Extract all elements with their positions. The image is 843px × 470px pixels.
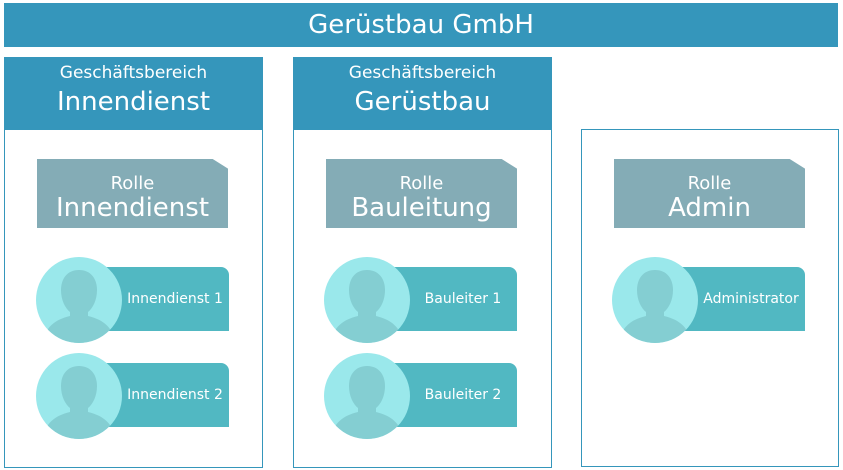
business-area-subtitle: Geschäftsbereich — [59, 63, 208, 83]
member-name: Bauleiter 2 — [424, 387, 502, 403]
role-name: Admin — [668, 193, 751, 223]
business-area-title: Gerüstbau — [354, 87, 491, 117]
role-caption: Rolle — [110, 173, 155, 194]
role-name: Innendienst — [55, 193, 210, 223]
member-bauleiter-1: Bauleiter 1 — [324, 257, 517, 343]
role-bauleitung: Rolle Bauleitung — [326, 159, 517, 228]
role-admin: Rolle Admin — [614, 159, 805, 228]
business-area-subtitle: Geschäftsbereich — [348, 63, 497, 83]
business-area-header: Geschäftsbereich Innendienst — [4, 57, 263, 130]
user-avatar-icon — [324, 257, 410, 343]
role-innendienst: Rolle Innendienst — [37, 159, 228, 228]
user-avatar-icon — [36, 353, 122, 439]
member-innendienst-2: Innendienst 2 — [36, 353, 229, 439]
member-bauleiter-2: Bauleiter 2 — [324, 353, 517, 439]
member-name: Innendienst 2 — [127, 387, 223, 403]
company-banner: Gerüstbau GmbH — [4, 3, 838, 47]
company-title: Gerüstbau GmbH — [308, 10, 534, 40]
user-avatar-icon — [324, 353, 410, 439]
member-name: Innendienst 1 — [127, 291, 223, 307]
role-name: Bauleitung — [351, 193, 492, 223]
user-avatar-icon — [612, 257, 698, 343]
role-caption: Rolle — [687, 173, 732, 194]
user-avatar-icon — [36, 257, 122, 343]
business-area-header: Geschäftsbereich Gerüstbau — [293, 57, 552, 130]
member-administrator: Administrator — [612, 257, 805, 343]
member-innendienst-1: Innendienst 1 — [36, 257, 229, 343]
member-name: Bauleiter 1 — [424, 291, 502, 307]
member-name: Administrator — [703, 291, 799, 307]
business-area-title: Innendienst — [56, 87, 211, 117]
role-caption: Rolle — [399, 173, 444, 194]
